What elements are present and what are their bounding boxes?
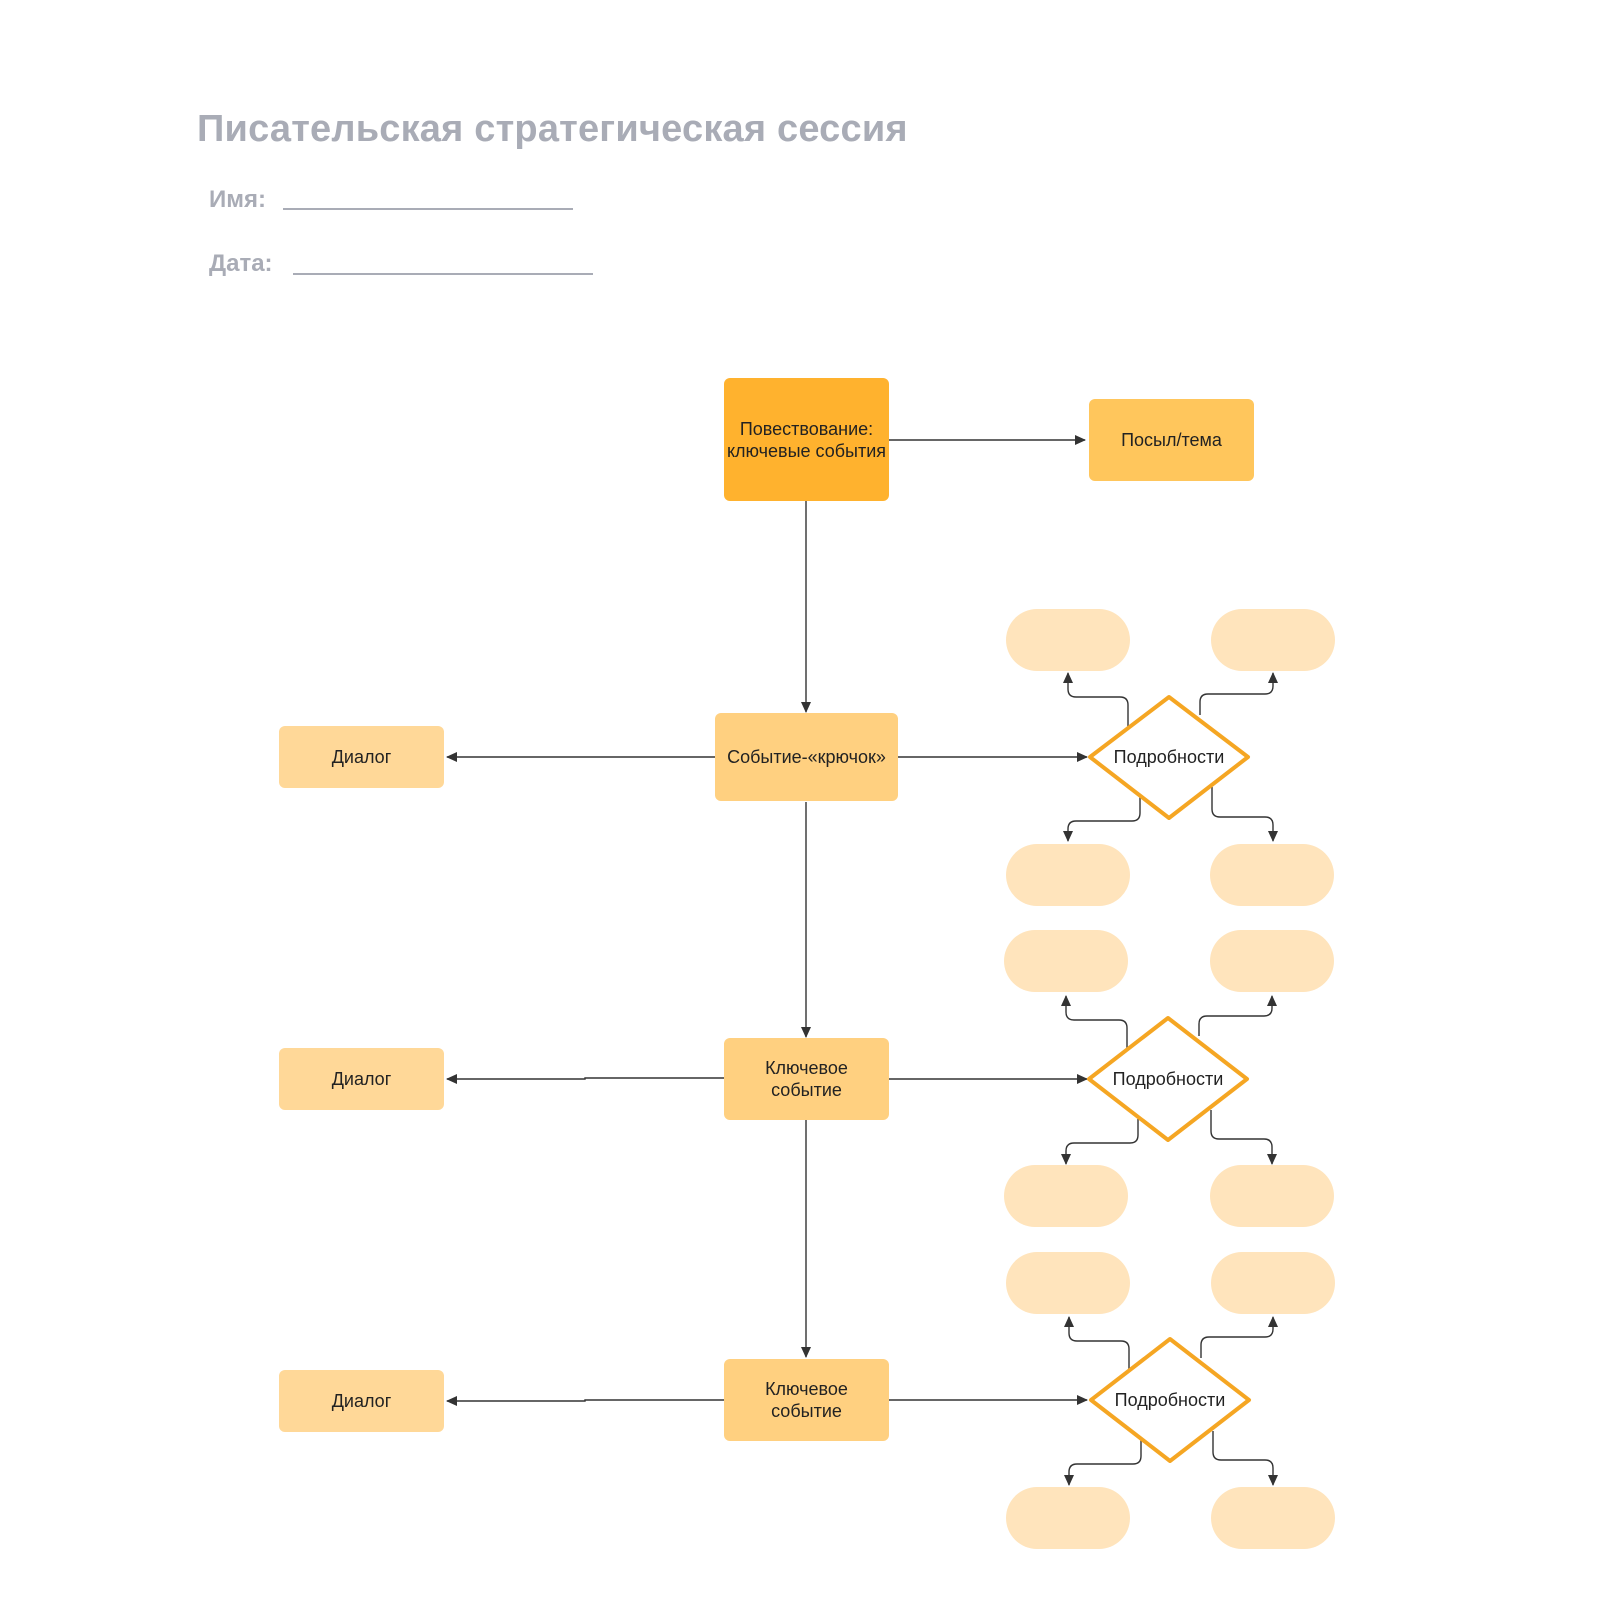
detail-box-3-br[interactable]	[1211, 1487, 1335, 1549]
connector-event2-dialog3	[446, 1396, 724, 1406]
hook-event-node[interactable]	[715, 713, 898, 801]
connector-details1-topleft	[1063, 672, 1129, 727]
detail-box-2-br[interactable]	[1210, 1165, 1334, 1227]
date-field[interactable]	[293, 273, 593, 275]
details-diamond-1[interactable]	[1088, 695, 1250, 820]
connector-details3-bottomright	[1212, 1431, 1278, 1486]
connector-details3-topleft	[1064, 1316, 1130, 1370]
detail-box-1-bl[interactable]	[1006, 844, 1130, 906]
connector-details3-bottomleft	[1064, 1440, 1142, 1486]
detail-box-1-tl[interactable]	[1006, 609, 1130, 671]
details-diamond-3[interactable]	[1089, 1337, 1251, 1463]
connectors	[446, 435, 1278, 1486]
detail-box-2-tr[interactable]	[1210, 930, 1334, 992]
dialog-node-2[interactable]	[279, 1048, 444, 1110]
connector-details1-topright	[1199, 672, 1278, 715]
detail-box-3-tl[interactable]	[1006, 1252, 1130, 1314]
connector-details1-bottomleft	[1063, 797, 1141, 842]
connector-event1-dialog2	[446, 1074, 724, 1084]
detail-box-2-tl[interactable]	[1004, 930, 1128, 992]
narrative-node[interactable]	[724, 378, 889, 501]
key-event-node-1[interactable]	[724, 1038, 889, 1120]
connector-details2-bottomright	[1210, 1110, 1277, 1165]
connector-details3-topright	[1200, 1316, 1278, 1358]
dialog-node-1[interactable]	[279, 726, 444, 788]
theme-node[interactable]	[1089, 399, 1254, 481]
detail-boxes	[1004, 609, 1335, 1549]
name-label: Имя:	[209, 186, 266, 213]
date-label: Дата:	[209, 250, 273, 277]
page-title: Писательская стратегическая сессия	[197, 108, 908, 150]
detail-box-3-bl[interactable]	[1006, 1487, 1130, 1549]
detail-box-1-br[interactable]	[1210, 844, 1334, 906]
detail-box-2-bl[interactable]	[1004, 1165, 1128, 1227]
connector-details2-topleft	[1061, 995, 1128, 1049]
connector-details2-bottomleft	[1061, 1119, 1139, 1165]
detail-box-3-tr[interactable]	[1211, 1252, 1335, 1314]
dialog-node-3[interactable]	[279, 1370, 444, 1432]
detail-box-1-tr[interactable]	[1211, 609, 1335, 671]
name-field[interactable]	[283, 208, 573, 210]
connector-details2-topright	[1198, 995, 1277, 1036]
key-event-node-2[interactable]	[724, 1359, 889, 1441]
connector-details1-bottomright	[1211, 787, 1278, 842]
details-diamond-2[interactable]	[1087, 1016, 1249, 1142]
